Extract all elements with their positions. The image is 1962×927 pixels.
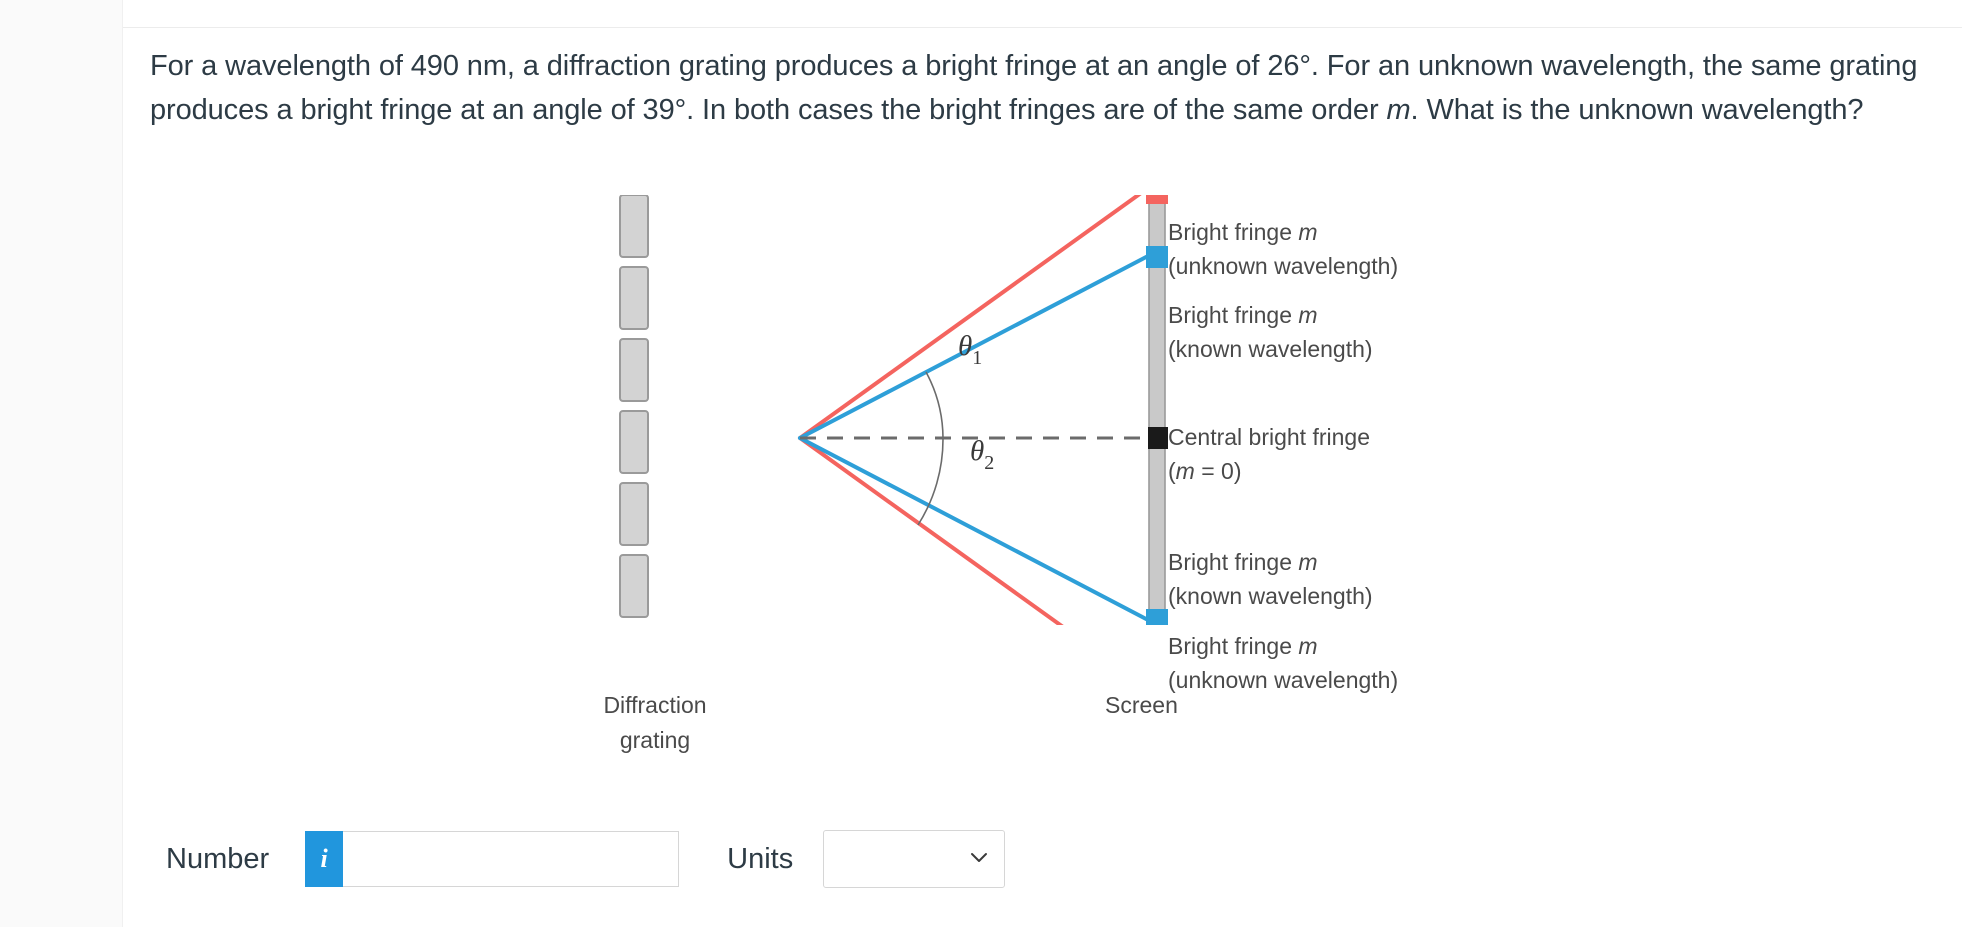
question-text-part-3: . What is the unknown wavelength?: [1410, 94, 1864, 126]
fringe-label-central: Central bright fringe (m = 0): [1168, 420, 1370, 488]
top-divider: [123, 27, 1962, 28]
diffracted-rays: [798, 195, 1152, 625]
ray-known-lower: [798, 436, 1152, 623]
fringe-label-top-unknown-order: m: [1298, 219, 1318, 245]
central-order-value: = 0): [1194, 458, 1242, 484]
fringe-label-top-known-line1: Bright fringe m: [1168, 298, 1373, 332]
fringe-label-bottom-known-text: Bright fringe: [1168, 549, 1299, 575]
grating-caption-line1: Diffraction: [603, 692, 707, 718]
fringe-label-top-unknown-line2: (unknown wavelength): [1168, 253, 1399, 279]
chevron-down-icon: [971, 853, 988, 862]
info-icon[interactable]: i: [305, 831, 344, 887]
grating-caption-line2: grating: [619, 727, 691, 753]
fringe-label-top-known-text: Bright fringe: [1168, 302, 1299, 328]
question-text: For a wavelength of 490 nm, a diffractio…: [150, 44, 1940, 132]
fringe-label-bottom-known-line2: (known wavelength): [1168, 583, 1373, 609]
grating-caption: Diffraction grating: [575, 688, 735, 758]
fringe-marker-central: [1148, 427, 1168, 449]
ray-unknown-lower: [798, 436, 1064, 625]
units-select[interactable]: [823, 830, 1006, 888]
fringe-label-top-known: Bright fringe m (known wavelength): [1168, 298, 1373, 366]
central-paren-open: (: [1168, 458, 1176, 484]
ray-known-upper: [798, 253, 1152, 440]
fringe-label-bottom-known-order: m: [1298, 549, 1318, 575]
theta1-label: θ1: [958, 330, 982, 369]
central-order-symbol: m: [1175, 458, 1195, 484]
screen-caption: Screen: [1105, 692, 1178, 718]
fringe-label-top-unknown-line1: Bright fringe m: [1168, 215, 1398, 249]
fringe-label-top-unknown: Bright fringe m (unknown wavelength): [1168, 215, 1398, 283]
question-text-part-1: For a wavelength of 490 nm, a diffractio…: [150, 50, 1918, 126]
fringe-marker-top-known: [1146, 246, 1168, 268]
content-panel: [123, 0, 1962, 927]
theta2-label: θ2: [970, 435, 994, 474]
theta2-arc: [917, 437, 944, 526]
fringe-marker-top-unknown: [1146, 195, 1168, 204]
fringe-label-bottom-unknown-line1: Bright fringe m: [1168, 629, 1398, 663]
fringe-label-bottom-unknown-text: Bright fringe: [1168, 633, 1299, 659]
fringe-markers: [1146, 195, 1168, 625]
left-gutter: [0, 0, 123, 927]
units-label: Units: [727, 842, 794, 875]
question-order-symbol: m: [1386, 94, 1411, 126]
fringe-label-bottom-known-line1: Bright fringe m: [1168, 545, 1373, 579]
number-field-group: i: [305, 831, 680, 887]
fringe-label-top-known-order: m: [1298, 302, 1318, 328]
fringe-label-central-line2: (m = 0): [1168, 454, 1370, 488]
screen-bar: [1148, 195, 1166, 625]
ray-unknown-upper: [798, 195, 1142, 440]
fringe-marker-bottom-known: [1146, 609, 1168, 625]
answer-row: Number i Units: [166, 828, 1006, 890]
fringe-label-central-line1: Central bright fringe: [1168, 424, 1370, 450]
number-input[interactable]: [343, 831, 680, 887]
fringe-label-bottom-unknown-line2: (unknown wavelength): [1168, 667, 1399, 693]
fringe-label-bottom-unknown: Bright fringe m (unknown wavelength): [1168, 629, 1398, 697]
number-label: Number: [166, 842, 270, 875]
fringe-label-top-known-line2: (known wavelength): [1168, 336, 1373, 362]
fringe-label-bottom-known: Bright fringe m (known wavelength): [1168, 545, 1373, 613]
angle-arcs: [917, 371, 944, 526]
fringe-label-group: Bright fringe m (unknown wavelength) Bri…: [1168, 0, 1588, 927]
diffraction-grating-figure: θ1 θ2: [560, 195, 1620, 625]
grating-slits: [619, 195, 649, 618]
fringe-label-top-unknown-text: Bright fringe: [1168, 219, 1299, 245]
theta1-arc: [925, 371, 944, 439]
fringe-label-bottom-unknown-order: m: [1298, 633, 1318, 659]
